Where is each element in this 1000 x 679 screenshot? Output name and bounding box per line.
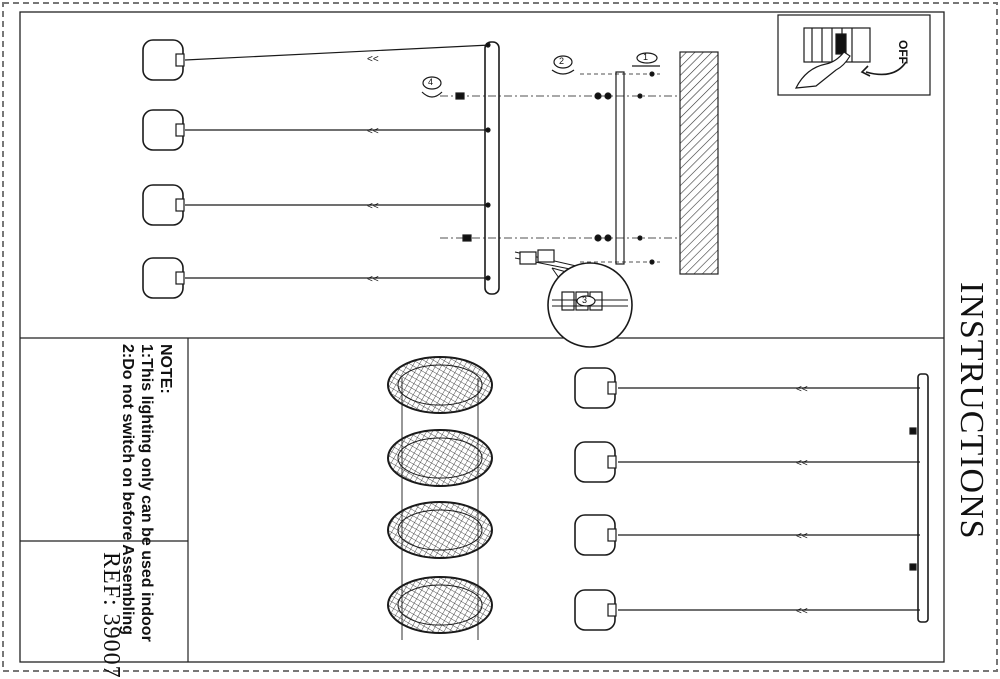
svg-text:<<: << [367, 274, 379, 285]
screw [594, 234, 602, 242]
note-line-1: 1:This lighting only can be used indoor [138, 344, 155, 642]
pendant-cage-side-view [142, 109, 185, 151]
inner-frame [19, 11, 945, 663]
step-number-1: 1 [643, 52, 649, 62]
pendant-cage-top-view [387, 501, 493, 559]
assembled-cable-3: << [618, 531, 920, 542]
svg-text:<<: << [367, 201, 379, 212]
screw [604, 234, 612, 242]
screw [604, 92, 612, 100]
pendant-cage-top-view [387, 356, 493, 414]
pendant-cage-side-view [574, 589, 617, 631]
assembled-cable-4: << [618, 606, 920, 617]
pendant-cage-side-view [142, 184, 185, 226]
pendant-cage-side-view [574, 367, 617, 409]
svg-text:<<: << [796, 531, 808, 542]
assembled-fixture-diagram: << << << << [387, 356, 929, 640]
pendant-cage-top-view [387, 429, 493, 487]
screw-cap [462, 234, 472, 242]
step-marker-1 [632, 52, 660, 67]
pendant-cage-side-view [142, 257, 185, 299]
note-heading: NOTE: [157, 344, 174, 394]
step-marker-3 [576, 295, 596, 307]
step-number-3: 3 [582, 295, 588, 305]
screw-cap [455, 92, 465, 100]
step-marker-4 [421, 76, 443, 98]
canopy-plate [484, 41, 500, 295]
pendant-cage-side-view [574, 441, 617, 483]
exploded-assembly-diagram: << << << << [142, 39, 719, 348]
step-marker-2 [551, 55, 575, 75]
step-number-2: 2 [559, 56, 565, 66]
pendant-cable-1: << [184, 42, 491, 65]
svg-text:<<: << [796, 384, 808, 395]
step-number-4: 4 [428, 77, 434, 87]
off-label: OFF [896, 40, 910, 64]
ceiling-bar [917, 373, 929, 623]
pendant-cage-side-view [574, 514, 617, 556]
assembled-cable-1: << [618, 384, 920, 395]
svg-text:<<: << [796, 458, 808, 469]
pendant-cable-4: << [185, 274, 491, 285]
reference-number: REF: 39007 [98, 552, 124, 679]
wire-connector [514, 249, 586, 273]
note-block: NOTE: 1:This lighting only can be used i… [118, 344, 175, 642]
pendant-cage-side-view [142, 39, 185, 81]
pendant-cable-3: << [185, 201, 491, 212]
svg-text:<<: << [796, 606, 808, 617]
power-off-inset [777, 14, 931, 96]
switch-arrow-icon [865, 61, 907, 76]
hand-icon [794, 51, 851, 89]
mounting-bracket [615, 71, 625, 265]
pendant-cable-2: << [185, 126, 491, 137]
assembled-cable-2: << [618, 458, 920, 469]
screw [594, 92, 602, 100]
ceiling-wall [679, 51, 719, 275]
svg-text:<<: << [367, 126, 379, 137]
svg-text:<<: << [367, 54, 379, 65]
page-title: INSTRUCTIONS [953, 282, 990, 540]
pendant-cage-top-view [387, 576, 493, 634]
